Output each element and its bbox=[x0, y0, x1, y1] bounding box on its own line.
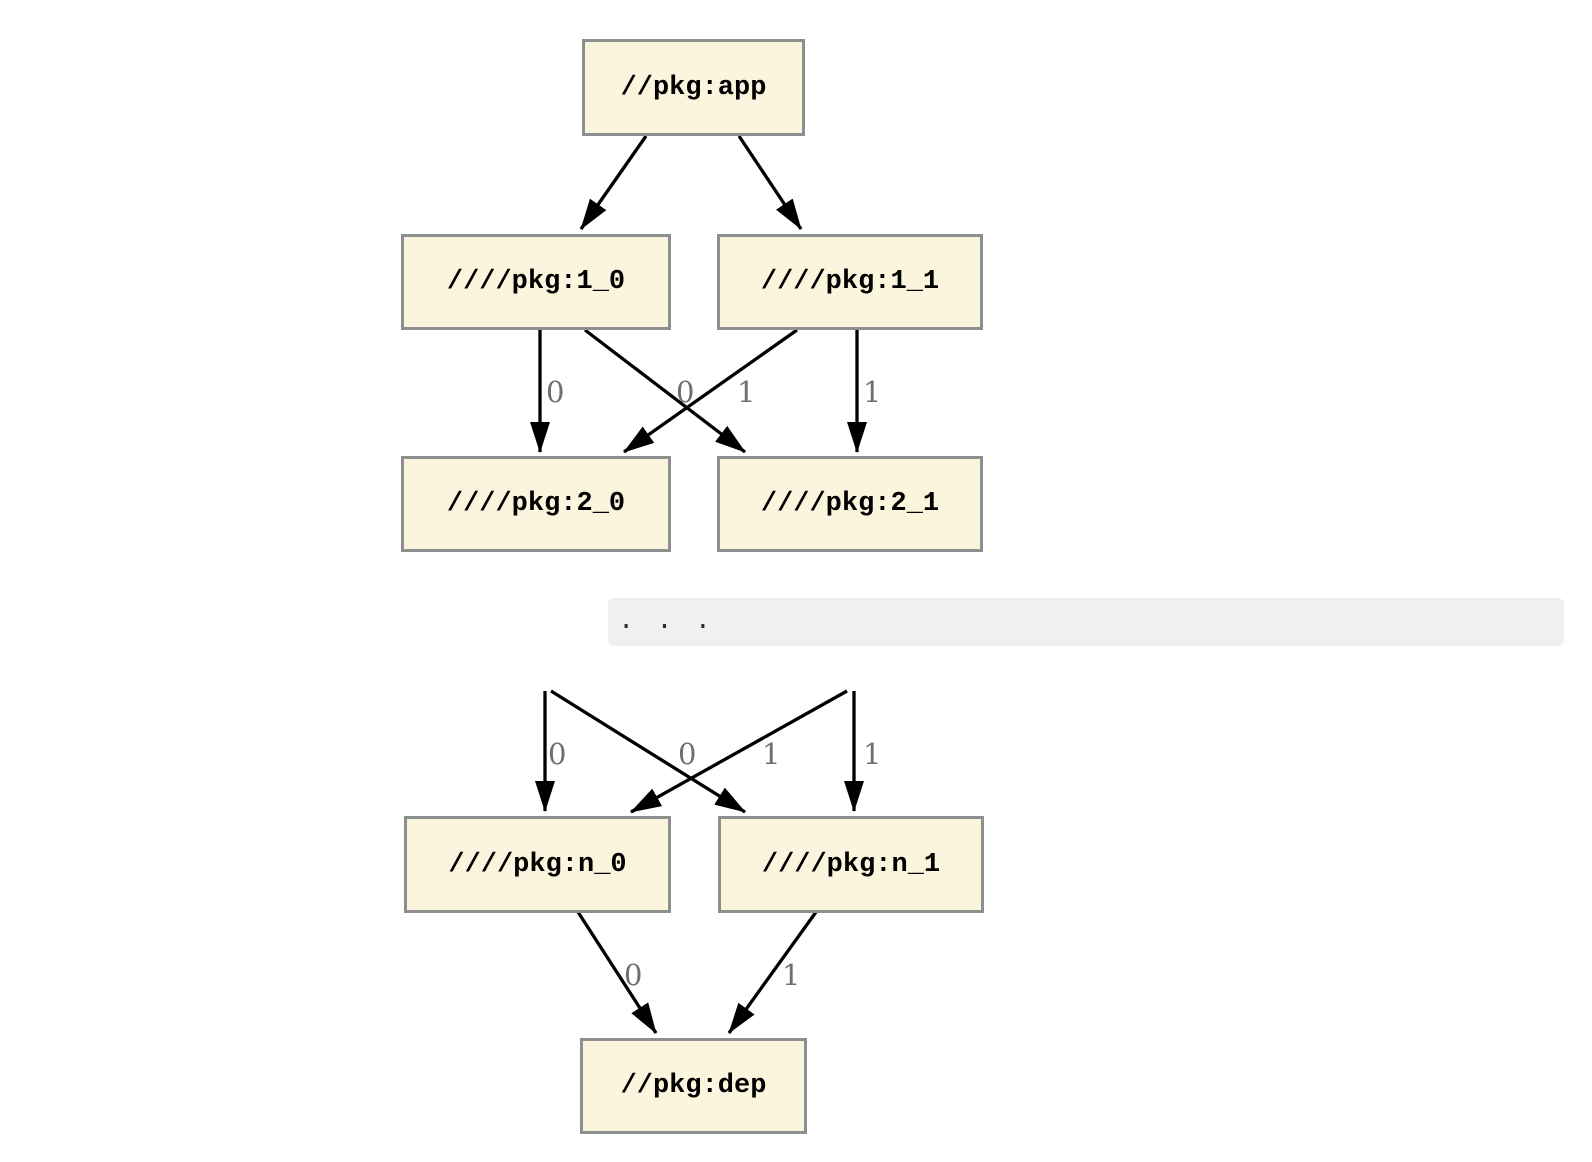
node-pkg-1_0: ////pkg:1_0 bbox=[401, 234, 671, 330]
node-pkg-n_0: ////pkg:n_0 bbox=[404, 816, 671, 913]
node-pkg-n_1: ////pkg:n_1 bbox=[718, 816, 984, 913]
edge-label-1_1-to-2_0: 0 bbox=[676, 375, 694, 409]
ellipsis-code-block: . . . bbox=[608, 598, 1564, 646]
edge-1_1-to-2_0 bbox=[623, 328, 798, 454]
edge-label-1_0-to-2_0: 0 bbox=[546, 375, 564, 409]
node-pkg-2_0: ////pkg:2_0 bbox=[401, 456, 671, 552]
edge-1_0-to-2_1 bbox=[583, 328, 747, 454]
edge-n_0-to-dep bbox=[576, 911, 658, 1034]
edge-label-1_1-to-2_1: 1 bbox=[863, 375, 881, 409]
edge-label-n_0-to-dep: 0 bbox=[624, 958, 642, 992]
node-pkg-1_1: ////pkg:1_1 bbox=[717, 234, 983, 330]
edge-label-src1-to-n_1: 1 bbox=[863, 737, 881, 771]
node-pkg-app: //pkg:app bbox=[582, 39, 805, 136]
node-pkg-dep: //pkg:dep bbox=[580, 1038, 807, 1134]
edge-src1-to-n_0 bbox=[630, 689, 848, 814]
edge-label-src1-to-n_0: 0 bbox=[678, 737, 696, 771]
edge-n_1-to-dep bbox=[727, 911, 818, 1034]
node-pkg-2_1: ////pkg:2_1 bbox=[717, 456, 983, 552]
edge-label-src0-to-n_1: 1 bbox=[762, 737, 780, 771]
edge-app-to-1_1 bbox=[737, 135, 803, 230]
edge-label-1_0-to-2_1: 1 bbox=[737, 375, 755, 409]
ellipsis-text: . . . bbox=[618, 607, 712, 637]
edge-app-to-1_0 bbox=[579, 135, 648, 230]
edge-label-n_1-to-dep: 1 bbox=[782, 958, 800, 992]
edge-src0-to-n_1 bbox=[550, 689, 746, 814]
edge-label-src0-to-n_0: 0 bbox=[548, 737, 566, 771]
